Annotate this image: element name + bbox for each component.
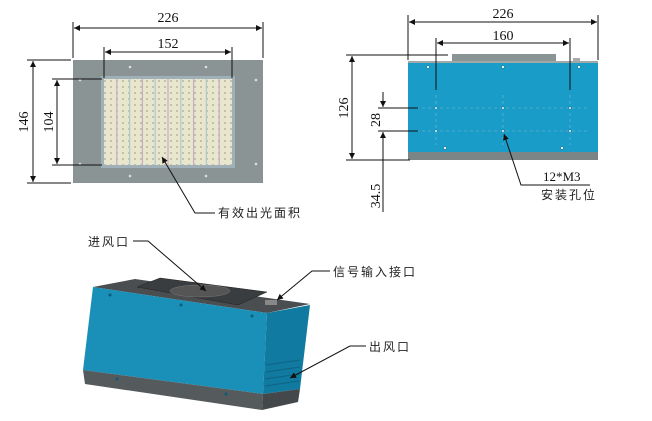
base-front [83,370,263,410]
led-strip-divider [205,79,207,165]
led-height-dim: 104 [42,112,57,133]
mounting-holes-label: 安装孔位 [541,187,597,202]
base-strip [408,152,598,160]
hole-pitch-dim: 28 [369,113,384,127]
front-height-dim: 146 [17,112,32,133]
front-view: 226 152 146 104 有效出光面积 [17,11,302,220]
fan-cover [452,54,556,63]
hole-spec-label: 12*M3 [543,169,581,184]
front-width-dim: 226 [158,11,179,26]
hole-offset-dim: 34.5 [369,184,384,209]
led-strip-divider [154,79,156,165]
air-outlet-label: 出风口 [369,340,411,354]
housing-side-face [263,305,310,394]
air-inlet-label: 进风口 [88,235,130,249]
housing-front [83,287,267,394]
mounting-holes [426,65,581,150]
led-strip-divider [129,79,131,165]
led-strips [116,79,220,165]
led-strip-divider [116,79,118,165]
led-strip-divider [218,79,220,165]
signal-connector [573,58,580,62]
led-strip-divider [167,79,169,165]
light-area-label: 有效出光面积 [218,205,302,220]
signal-port-label: 信号输入接口 [333,264,417,279]
fan-grille [169,284,231,298]
signal-port [265,300,277,305]
iso-view: 进风口 信号输入接口 出风口 [83,235,417,410]
led-width-dim: 152 [158,37,179,52]
led-strip-divider [193,79,195,165]
side-height-dim: 126 [337,98,352,119]
side-view: 226 160 126 28 34.5 12*M3 安装孔位 [337,7,599,212]
led-strip-divider [141,79,143,165]
side-width-dim: 226 [493,7,514,22]
led-strip-divider [180,79,182,165]
hole-span-dim: 160 [493,29,514,44]
